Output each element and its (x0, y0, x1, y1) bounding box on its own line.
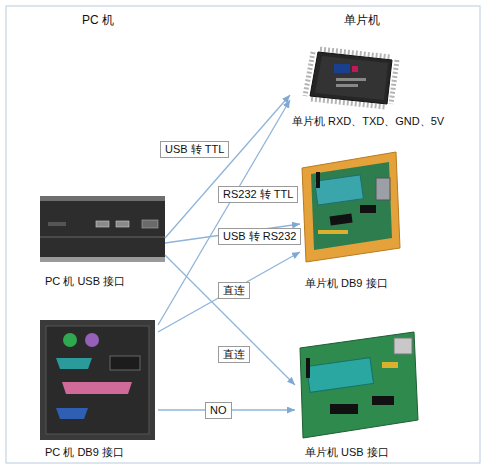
db9-board-part (330, 214, 353, 226)
edge-label: NO (205, 402, 232, 419)
pc-rear-panel-part (63, 333, 77, 347)
laptop-part (96, 221, 109, 227)
mcu-chip-part (352, 66, 358, 72)
db9-board-part (316, 172, 320, 188)
outer-frame (6, 6, 480, 463)
device-node: PC 机 USB 接口 (40, 185, 165, 288)
mcu-chip-part (391, 60, 397, 104)
db9-board-part (315, 175, 364, 205)
device-caption: PC 机 USB 接口 (45, 274, 125, 288)
edge-label: 直连 (218, 282, 250, 299)
mcu-chip-part (315, 56, 388, 100)
connector-arrow (165, 255, 295, 385)
db9-board-part (311, 162, 392, 250)
usb-board-part (382, 362, 398, 368)
laptop-part (40, 236, 165, 238)
pc-rear-panel-part (56, 408, 88, 419)
usb-board-part (394, 338, 412, 354)
edge-label: USB 转 RS232 (218, 228, 301, 245)
connector-arrow (158, 252, 300, 332)
laptop (40, 196, 165, 262)
usb-board-part (306, 358, 310, 378)
usb-board (300, 332, 418, 438)
mcu-chip-part (336, 84, 358, 87)
connector-arrow (158, 100, 290, 325)
device-caption: 单片机 DB9 接口 (305, 276, 388, 290)
laptop-part (48, 222, 66, 226)
usb-board-part (300, 332, 418, 438)
mcu-chip-part (310, 52, 392, 104)
db9-board-part (302, 152, 400, 262)
column-heading: 单片机 (344, 13, 380, 27)
device-caption: 单片机 USB 接口 (305, 445, 389, 459)
pc-rear-panel-part (40, 320, 155, 440)
pc-rear-panel-part (62, 382, 132, 394)
usb-board-part (372, 396, 394, 405)
mcu-chip-part (334, 64, 350, 73)
pc-rear-panel-part (110, 356, 140, 370)
pc-rear-panel-part (56, 358, 92, 369)
db9-board-part (318, 230, 348, 234)
device-node: 单片机 DB9 接口 (300, 150, 410, 290)
usb-board-part (307, 358, 374, 393)
edge-label: 直连 (218, 346, 250, 363)
pc-rear-panel-part (85, 333, 99, 347)
device-node: PC 机 DB9 接口 (40, 318, 158, 459)
laptop-part (40, 257, 165, 262)
edge-label: USB 转 TTL (160, 141, 229, 158)
laptop-part (142, 220, 158, 228)
db9-board-part (376, 178, 390, 200)
mcu-chip (305, 49, 397, 107)
device-node: 单片机 USB 接口 (295, 318, 423, 459)
edge-label: RS232 转 TTL (218, 186, 298, 203)
mcu-chip-part (336, 78, 366, 81)
laptop-part (116, 221, 129, 227)
db9-board (302, 152, 400, 262)
pc-rear-panel (40, 320, 155, 440)
usb-board-part (330, 404, 358, 414)
device-node: 单片机 RXD、TXD、GND、5V (290, 42, 480, 128)
column-heading: PC 机 (82, 13, 114, 27)
device-caption: 单片机 RXD、TXD、GND、5V (292, 114, 444, 128)
db9-board-part (360, 205, 376, 213)
pc-rear-panel-part (46, 326, 149, 434)
laptop-part (40, 196, 165, 262)
device-caption: PC 机 DB9 接口 (45, 445, 124, 459)
laptop-part (40, 196, 165, 201)
connector-arrow (165, 95, 290, 238)
